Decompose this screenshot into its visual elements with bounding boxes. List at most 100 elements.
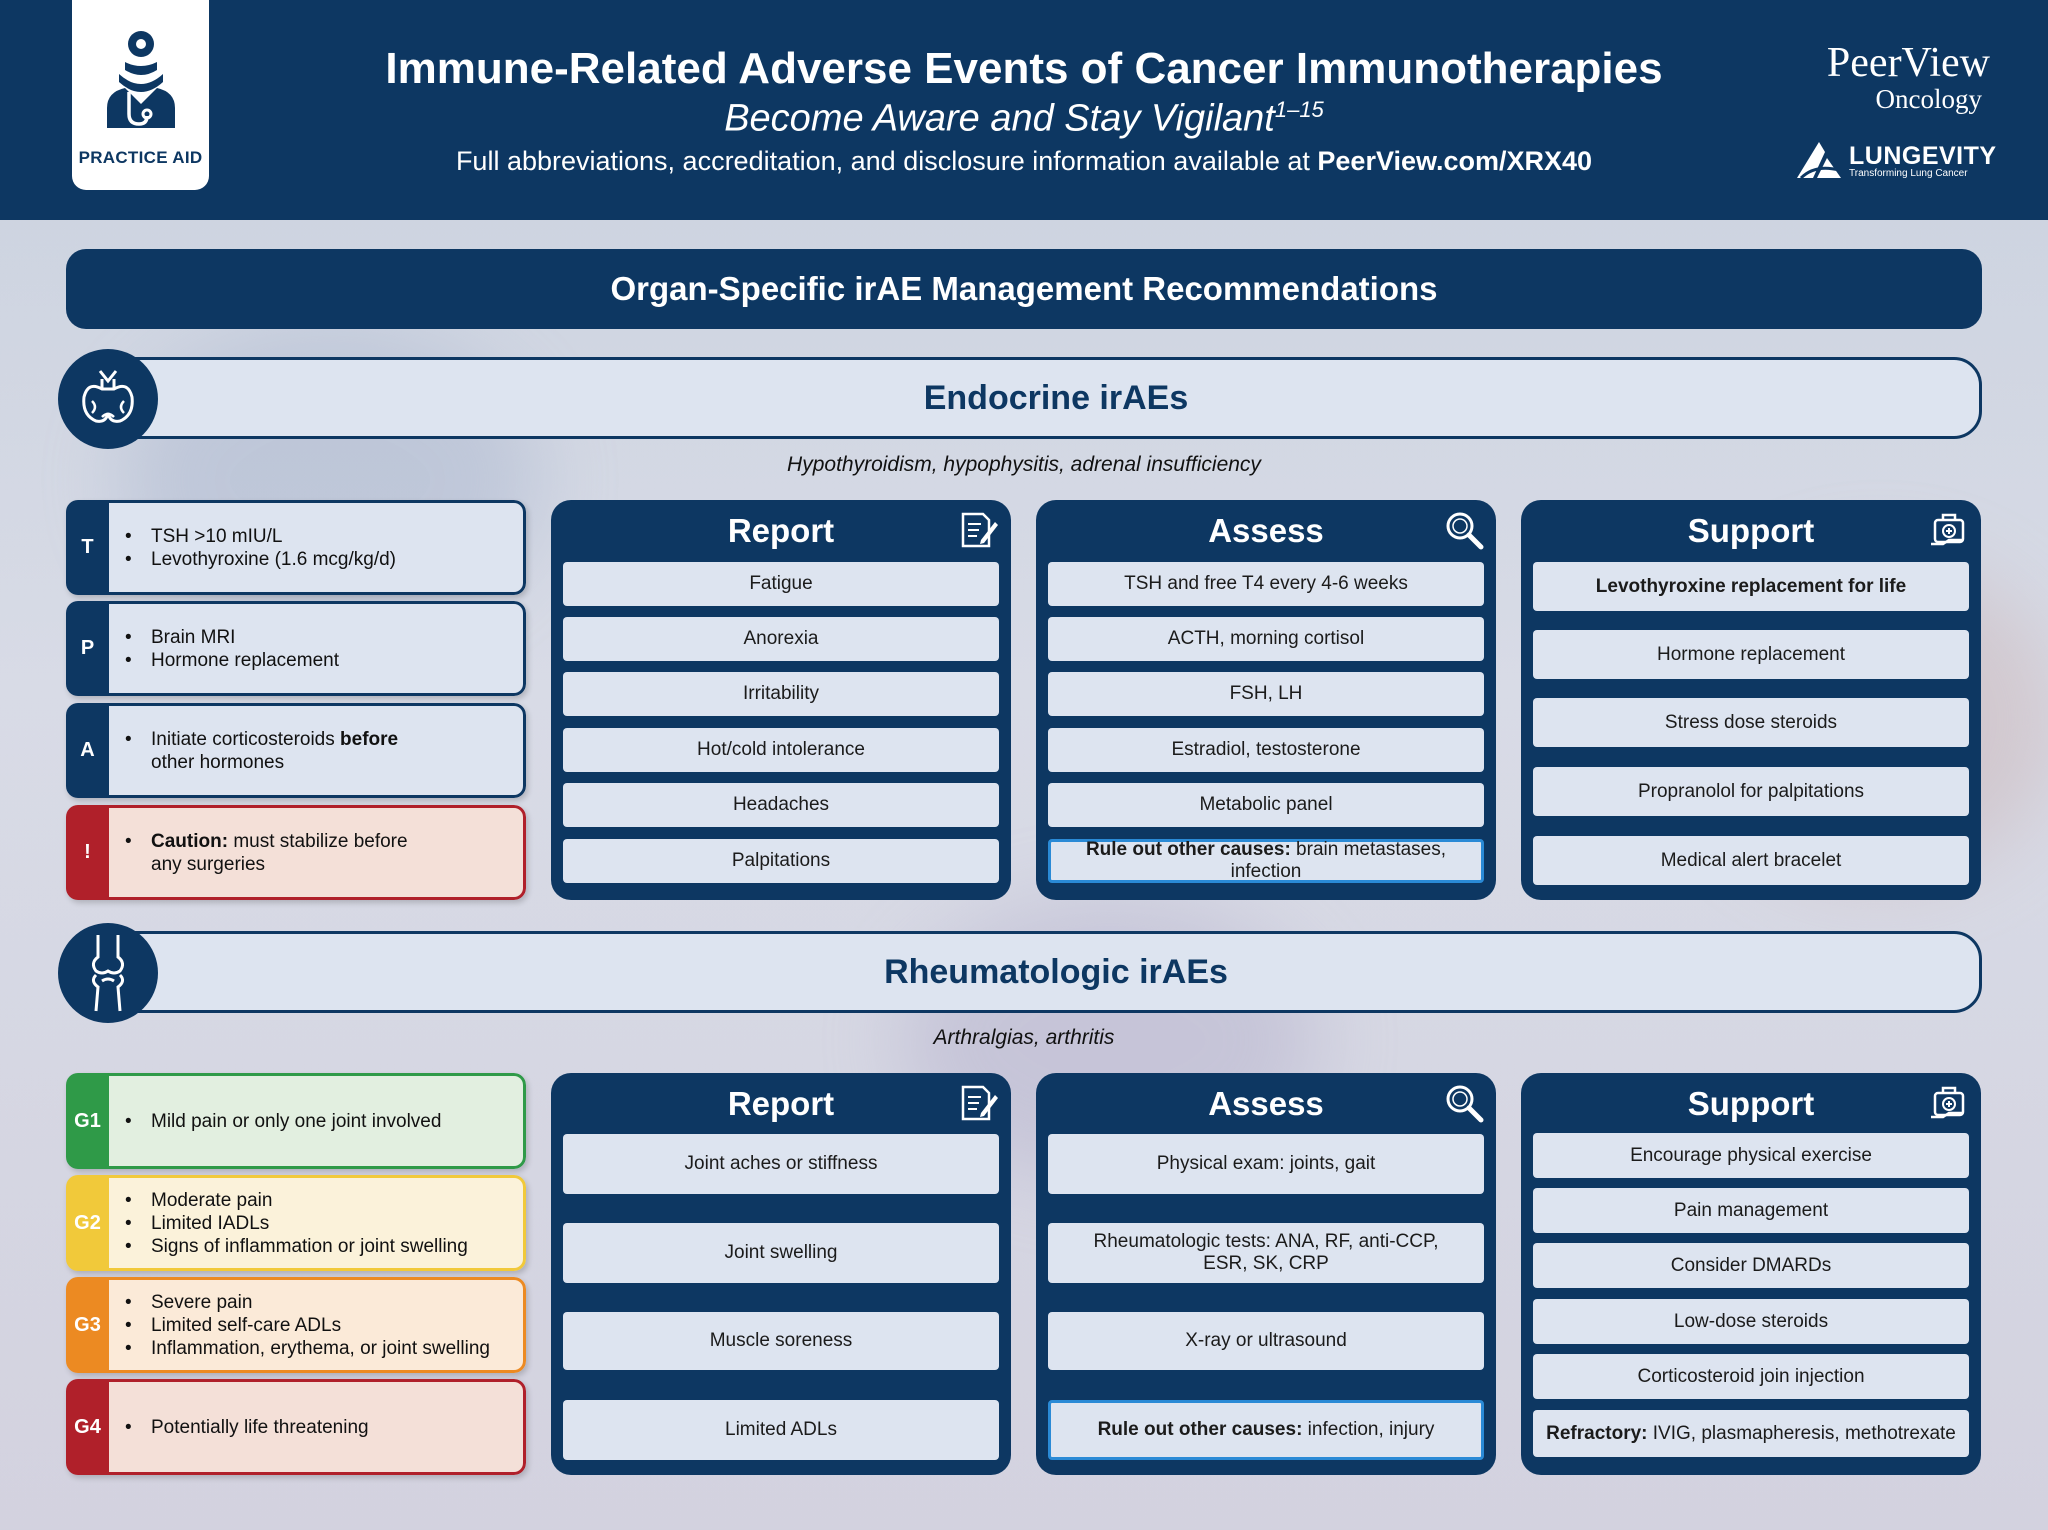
grade-tab: T — [66, 500, 109, 595]
report-item: Anorexia — [563, 617, 999, 661]
page-subtitle: Become Aware and Stay Vigilant1–15 — [0, 97, 2048, 141]
lungevity-name: LUNGEVITY — [1849, 142, 1997, 170]
assess-item: ACTH, morning cortisol — [1048, 617, 1484, 661]
grade-line: Brain MRI — [125, 626, 523, 649]
report-item: Joint swelling — [563, 1223, 999, 1283]
endocrine-grade-t: T TSH >10 mIU/L Levothyroxine (1.6 mcg/k… — [66, 500, 526, 595]
support-item: Levothyroxine replacement for life — [1533, 562, 1969, 611]
section-banner: Organ-Specific irAE Management Recommend… — [66, 249, 1982, 329]
page-title: Immune-Related Adverse Events of Cancer … — [385, 44, 1663, 93]
support-icon — [1931, 1086, 1965, 1119]
support-item: Pain management — [1533, 1188, 1969, 1233]
endocrine-support-panel: Support Levothyroxine replacement for li… — [1521, 500, 1981, 900]
grade-line: Initiate corticosteroids before — [125, 728, 523, 751]
info-line: Full abbreviations, accreditation, and d… — [0, 146, 2048, 177]
assess-item: Rheumatologic tests: ANA, RF, anti-CCP, … — [1048, 1223, 1484, 1283]
grade-body: Mild pain or only one joint involved — [109, 1073, 526, 1169]
rheumatologic-assess-panel: Assess Physical exam: joints, gait Rheum… — [1036, 1073, 1496, 1475]
rheumatologic-grade-g1: G1 Mild pain or only one joint involved — [66, 1073, 526, 1169]
report-icon — [961, 512, 998, 548]
report-item: Fatigue — [563, 562, 999, 606]
assess-item-line: Rheumatologic tests: ANA, RF, anti-CCP, — [1093, 1231, 1439, 1252]
grade-line: Severe pain — [125, 1291, 523, 1314]
assess-item: Physical exam: joints, gait — [1048, 1134, 1484, 1194]
header: PRACTICE AID Immune-Related Adverse Even… — [0, 0, 2048, 220]
endocrine-grade-p: P Brain MRI Hormone replacement — [66, 601, 526, 696]
assess-item: Estradiol, testosterone — [1048, 728, 1484, 772]
assess-item-line: ESR, SK, CRP — [1203, 1253, 1329, 1274]
panel-title: Assess — [1208, 1085, 1324, 1122]
grade-line: TSH >10 mIU/L — [125, 525, 523, 548]
support-refractory: Refractory: IVIG, plasmapheresis, methot… — [1533, 1410, 1969, 1457]
lungevity-icon — [1797, 142, 1841, 180]
support-item: Hormone replacement — [1533, 630, 1969, 679]
grade-tab: A — [66, 703, 109, 798]
grade-tab: G2 — [66, 1175, 109, 1271]
grade-text: Initiate corticosteroids — [151, 728, 341, 750]
thyroid-icon — [58, 349, 158, 449]
support-item: Low-dose steroids — [1533, 1299, 1969, 1344]
rule-out-label: Rule out other causes: — [1085, 839, 1291, 860]
grade-line: Moderate pain — [125, 1189, 523, 1212]
grade-line: Hormone replacement — [125, 649, 523, 672]
info-text: Full abbreviations, accreditation, and d… — [455, 146, 1318, 176]
report-item: Headaches — [563, 783, 999, 827]
rheumatologic-grade-g3: G3 Severe pain Limited self-care ADLs In… — [66, 1277, 526, 1373]
panel-title: Report — [727, 512, 835, 549]
support-item: Corticosteroid join injection — [1533, 1354, 1969, 1399]
rheumatologic-report-panel: Report Joint aches or stiffness Joint sw… — [551, 1073, 1011, 1475]
endocrine-section-header: Endocrine irAEs — [130, 357, 1982, 439]
report-icon — [961, 1085, 998, 1121]
panel-title: Support — [1687, 512, 1815, 549]
rheumatologic-section-header: Rheumatologic irAEs — [130, 931, 1982, 1013]
report-item: Palpitations — [563, 839, 999, 883]
grade-tab: P — [66, 601, 109, 696]
endocrine-grade-a: A Initiate corticosteroids before other … — [66, 703, 526, 798]
info-link[interactable]: PeerView.com/XRX40 — [1317, 146, 1593, 176]
report-item: Irritability — [563, 672, 999, 716]
grade-line: Limited IADLs — [125, 1212, 523, 1235]
grade-line: other hormones — [151, 751, 285, 773]
grade-line: Inflammation, erythema, or joint swellin… — [125, 1337, 523, 1360]
rheumatologic-grade-g2: G2 Moderate pain Limited IADLs Signs of … — [66, 1175, 526, 1271]
support-item: Encourage physical exercise — [1533, 1133, 1969, 1178]
subtitle-text: Become Aware and Stay Vigilant — [724, 97, 1275, 140]
rule-out-label: Rule out other causes: — [1097, 1419, 1303, 1440]
support-item-bold: Levothyroxine replacement for life — [1595, 575, 1907, 597]
endocrine-assess-panel: Assess TSH and free T4 every 4-6 weeks A… — [1036, 500, 1496, 900]
lungevity-tagline: Transforming Lung Cancer — [1849, 168, 1968, 179]
peerview-logo-sub: Oncology — [1875, 84, 1982, 114]
panel-title: Support — [1687, 1085, 1815, 1122]
assess-item: TSH and free T4 every 4-6 weeks — [1048, 562, 1484, 606]
grade-body: TSH >10 mIU/L Levothyroxine (1.6 mcg/kg/… — [109, 500, 526, 595]
grade-body: Severe pain Limited self-care ADLs Infla… — [109, 1277, 526, 1373]
grade-line: Signs of inflammation or joint swelling — [125, 1235, 523, 1258]
magnifier-icon — [1446, 512, 1484, 550]
grade-line: Mild pain or only one joint involved — [125, 1110, 523, 1133]
assess-rule-out: Rule out other causes: infection, injury — [1048, 1400, 1484, 1460]
practice-aid-badge: PRACTICE AID — [72, 0, 209, 190]
support-item: Medical alert bracelet — [1533, 836, 1969, 885]
grade-body: Brain MRI Hormone replacement — [109, 601, 526, 696]
peerview-logo: PeerView Oncology — [1790, 42, 1990, 115]
assess-rule-out: Rule out other causes: brain metastases,… — [1048, 839, 1484, 883]
support-item: Propranolol for palpitations — [1533, 767, 1969, 816]
joint-icon — [58, 923, 158, 1023]
grade-body: Caution: must stabilize before any surge… — [109, 805, 526, 900]
rheumatologic-subtitle: Arthralgias, arthritis — [933, 1026, 1115, 1049]
support-item: Stress dose steroids — [1533, 698, 1969, 747]
grade-line: Caution: must stabilize before — [125, 830, 523, 853]
grade-line: Levothyroxine (1.6 mcg/kg/d) — [125, 548, 523, 571]
doctor-icon — [106, 31, 175, 128]
assess-item: X-ray or ultrasound — [1048, 1312, 1484, 1370]
panel-title: Assess — [1208, 512, 1324, 549]
subtitle-reference: 1–15 — [1274, 97, 1324, 122]
rule-out-text: brain metastases, infection — [1230, 839, 1447, 882]
support-item: Consider DMARDs — [1533, 1243, 1969, 1288]
rheumatologic-grade-g4: G4 Potentially life threatening — [66, 1379, 526, 1475]
caution-icon: ! — [66, 805, 109, 900]
refractory-text: IVIG, plasmapheresis, methotrexate — [1647, 1422, 1956, 1444]
endocrine-subtitle: Hypothyroidism, hypophysitis, adrenal in… — [787, 453, 1261, 476]
rheumatologic-support-panel: Support Encourage physical exercise Pain… — [1521, 1073, 1981, 1475]
rule-out-text: infection, injury — [1302, 1419, 1435, 1440]
